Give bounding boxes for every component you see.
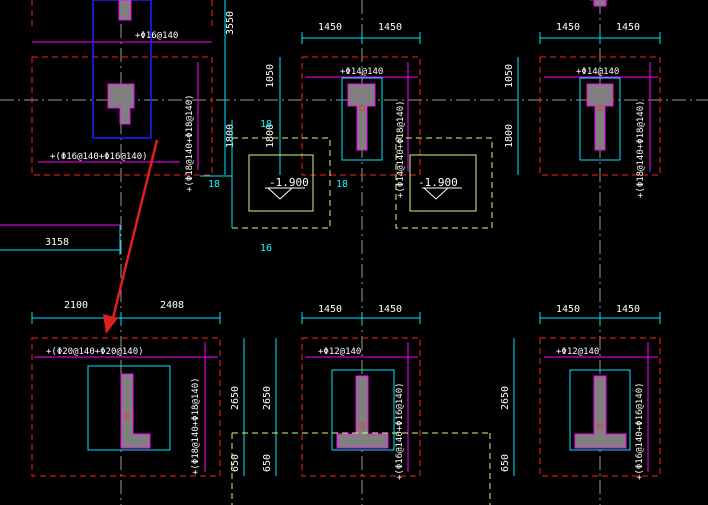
dim-label: 2100 [64,300,88,311]
footing-boundary [301,337,421,477]
tie-beam-outline [231,432,491,505]
rebar-label: +(Φ16@140+Φ16@140) [635,382,645,480]
dim-label: 650 [262,454,273,472]
dim-label: 1800 [225,124,236,148]
dim-label: 1450 [378,22,402,33]
dim-label: 18 [208,179,220,190]
column-section [586,83,614,151]
dim-label: 16 [260,243,272,254]
annotation-arrow [103,139,159,334]
pedestal-outline [92,0,152,139]
dim-label: 650 [230,454,241,472]
elevation-label: -1.900 [418,176,458,189]
dim-label: 18 [336,179,348,190]
dim-label: 1450 [616,304,640,315]
dim-label: 1450 [318,22,342,33]
dim-label: 1450 [616,22,640,33]
elevation-label: -1.900 [269,176,309,189]
pit-outline [395,137,493,229]
rebar-label: +(Φ18@140+Φ18@140) [191,377,201,475]
pit-2: -1.900 [395,137,493,229]
center-marker [597,105,603,111]
elevation-triangle [266,187,294,200]
rebar-label: +Φ12@140 [556,347,599,357]
dim-label: 2650 [500,386,511,410]
rebar-label: +(Φ18@140+Φ18@140) [185,94,195,192]
column-section [574,375,627,449]
arrow-head [103,314,118,334]
dim-label: 1450 [556,304,580,315]
dim-label: 1450 [556,22,580,33]
footing-boundary [31,56,213,176]
footing-top-middle: 1450 1450 +Φ14@140 +(Φ14@140+Φ18@140) 10… [265,22,421,198]
rebar-label: +Φ14@140 [340,67,383,77]
dim-label: 1050 [504,64,515,88]
column-section [107,83,135,125]
dim-label: 1800 [265,124,276,148]
rebar-label: +(Φ16@140+Φ16@140) [50,152,148,162]
footing-boundary [539,337,661,477]
column-section [118,0,132,21]
dim-label: 18 [260,119,272,130]
footing-top-left: +Φ16@140 +(Φ16@140+Φ16@140) +(Φ18@140+Φ1… [31,0,236,192]
rebar-label: +(Φ20@140+Φ20@140) [46,347,144,357]
span-dimension: 3158 [0,224,121,255]
dim-label: 650 [500,454,511,472]
rebar-label: +Φ16@140 [135,31,178,41]
pedestal-outline [331,369,395,451]
rebar-label: +(Φ16@140+Φ16@140) [395,382,405,480]
dim-label: 2650 [230,386,241,410]
dim-label: 2650 [262,386,273,410]
footing-bottom-left: 2100 2408 +(Φ20@140+Φ20@140) +(Φ18@140+Φ… [31,300,245,477]
rebar-label: +Φ12@140 [318,347,361,357]
rebar-label: +(Φ14@140+Φ18@140) [396,100,406,198]
pedestal-outline [87,365,171,451]
dim-label: 3550 [225,11,236,35]
rebar-label: +Φ14@140 [576,67,619,77]
footing-boundary [539,56,661,176]
dim-label: 1450 [378,304,402,315]
rebar-label: +(Φ18@140+Φ18@140) [636,100,646,198]
center-marker [359,105,365,111]
dim-label: 1450 [318,304,342,315]
footing-boundary [301,56,421,176]
center-marker [359,423,365,429]
column-section [593,0,607,7]
pit-inner [248,154,314,212]
elevation-triangle [422,187,450,200]
pedestal-outline [579,77,621,161]
footing-boundary [31,337,221,477]
center-marker [597,423,603,429]
column-section [347,83,376,151]
dim-label: 2408 [160,300,184,311]
footing-top-right: 1450 1450 +Φ14@140 +(Φ18@140+Φ18@140) 10… [504,0,661,198]
pit-inner [409,154,477,212]
dim-label: 1800 [504,124,515,148]
pedestal-outline [341,77,383,161]
footing-bottom-middle: 1450 1450 +Φ12@140 +(Φ16@140+Φ16@140) 26… [262,304,421,480]
arrow-shaft [110,139,159,323]
pedestal-outline [569,369,631,451]
dim-label: 3158 [45,237,69,248]
column-section [120,373,151,449]
pit-1: -1.900 18 18 18 16 [200,119,348,254]
center-marker [124,413,130,419]
dim-label: 1050 [265,64,276,88]
footing-bottom-right: 1450 1450 +Φ12@140 +(Φ16@140+Φ16@140) 26… [500,304,661,480]
column-section [336,375,389,449]
